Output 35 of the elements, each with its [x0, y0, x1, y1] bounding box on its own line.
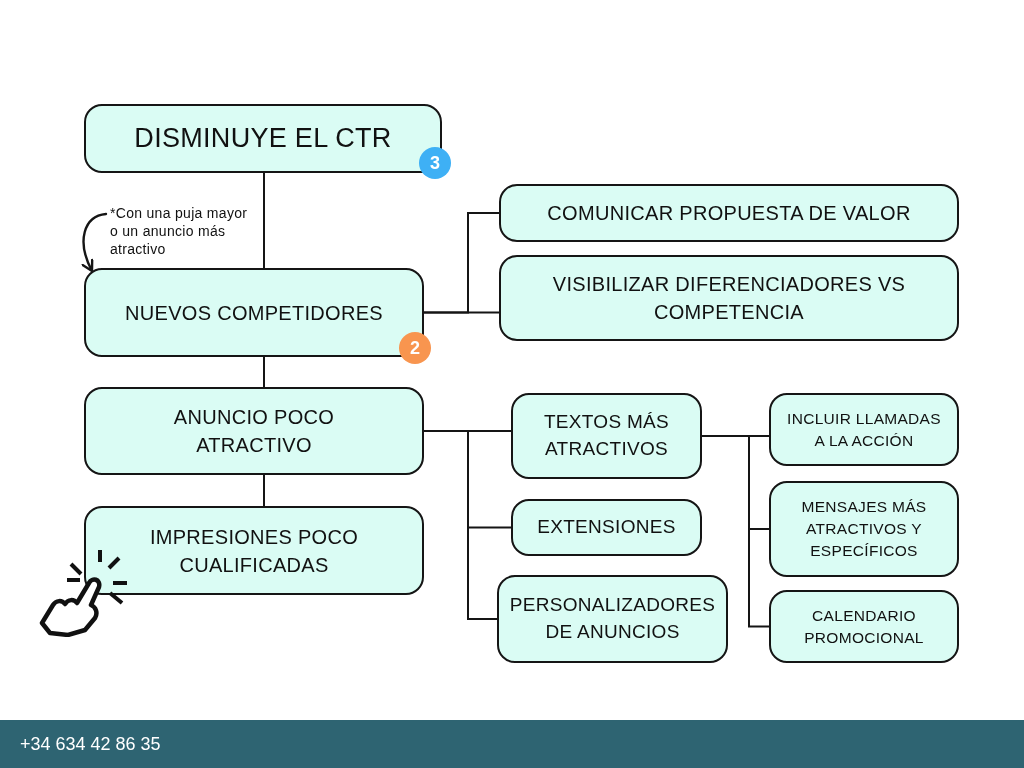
box-label: PERSONALIZADORES DE ANUNCIOS — [509, 593, 716, 644]
process-box — [497, 575, 728, 663]
process-box — [769, 481, 959, 577]
connector-line — [263, 172, 265, 269]
process-box — [499, 184, 959, 242]
process-box — [84, 268, 424, 357]
step-number-badge: 3 — [419, 147, 451, 179]
step-number-badge: 2 — [399, 332, 431, 364]
process-box — [511, 393, 702, 479]
note-text: *Con una puja mayor o un anuncio más atractivo — [110, 204, 252, 259]
box-label: MENSAJES MÁS ATRACTIVOS Y ESPECÍFICOS — [800, 497, 928, 561]
box-label: INCLUIR LLAMADAS A LA ACCIÓN — [786, 408, 942, 451]
process-box — [769, 393, 959, 466]
process-box — [499, 255, 959, 341]
phone-number: +34 634 42 86 35 — [20, 733, 161, 755]
curved-arrow — [81, 212, 108, 273]
connector-line — [423, 311, 500, 314]
box-label: VISIBILIZAR DIFERENCIADORES VS COMPETENCIA — [551, 272, 907, 325]
process-box — [84, 387, 424, 475]
box-label: EXTENSIONES — [537, 515, 676, 540]
box-label: DISMINUYE EL CTR — [134, 121, 392, 155]
process-box — [84, 506, 424, 595]
connector-line — [423, 430, 498, 620]
box-label: ANUNCIO POCO ATRACTIVO — [172, 405, 336, 458]
box-label: NUEVOS COMPETIDORES — [125, 300, 383, 326]
connector-line — [701, 435, 770, 628]
connector-line — [263, 474, 265, 507]
process-box — [84, 104, 442, 173]
box-label: IMPRESIONES POCO CUALIFICADAS — [148, 524, 360, 578]
connector-line — [263, 356, 265, 388]
box-label: COMUNICAR PROPUESTA DE VALOR — [547, 201, 911, 226]
process-box — [769, 590, 959, 663]
box-label: CALENDARIO PROMOCIONAL — [803, 605, 925, 648]
box-label: TEXTOS MÁS ATRACTIVOS — [542, 410, 671, 461]
process-box — [511, 499, 702, 556]
